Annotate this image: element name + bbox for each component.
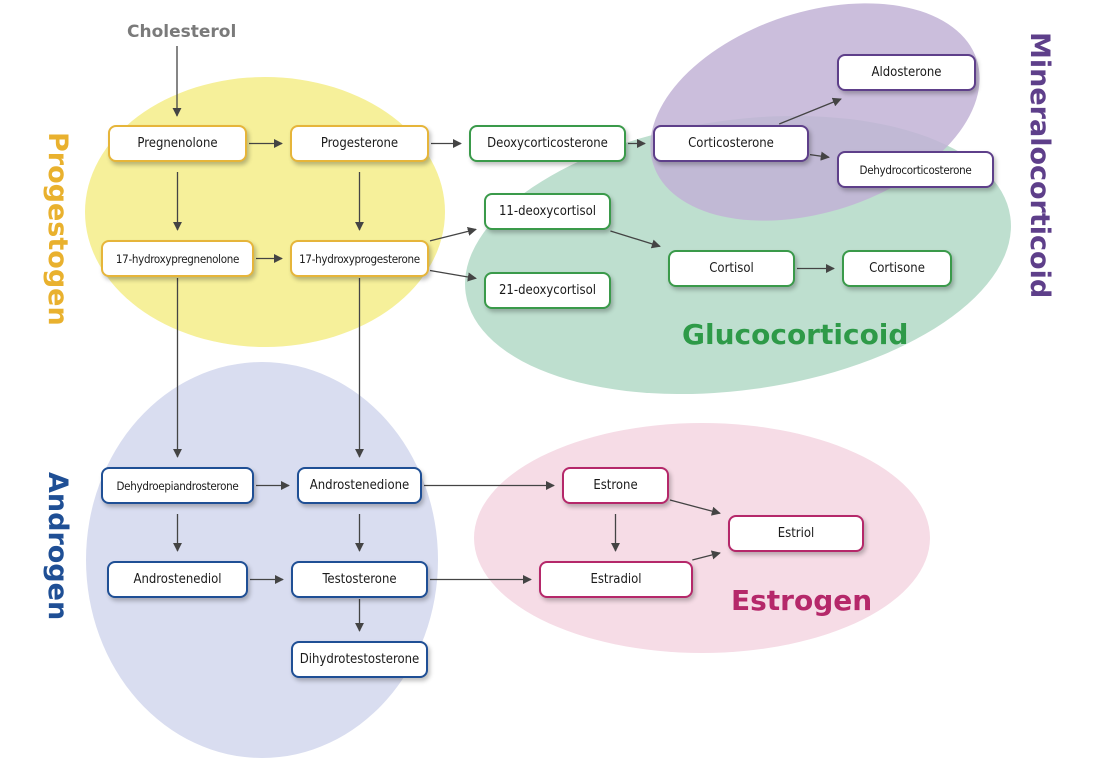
- node-deoxycorticosterone: Deoxycorticosterone: [469, 125, 626, 162]
- node-estradiol: Estradiol: [539, 561, 693, 598]
- node-dihydrotestosterone: Dihydrotestosterone: [291, 641, 428, 678]
- node-estriol: Estriol: [728, 515, 864, 552]
- node-17-hydroxypregnenolone: 17-hydroxypregnenolone: [101, 240, 254, 277]
- arrow-hydroxyprogesterone-to-deoxycortisol21: [429, 269, 477, 282]
- node-dehydrocorticosterone: Dehydrocorticosterone: [837, 151, 994, 188]
- node-21-deoxycortisol: 21-deoxycortisol: [484, 272, 611, 309]
- androgen-region: [86, 362, 438, 758]
- node-progesterone: Progesterone: [290, 125, 429, 162]
- node-testosterone: Testosterone: [291, 561, 428, 598]
- node-cortisone: Cortisone: [842, 250, 952, 287]
- progestogen-region: [85, 77, 445, 347]
- arrow-deoxycortisol11-to-cortisol: [610, 230, 661, 249]
- node-cortisol: Cortisol: [668, 250, 795, 287]
- node-11-deoxycortisol: 11-deoxycortisol: [484, 193, 611, 230]
- node-corticosterone: Corticosterone: [653, 125, 809, 162]
- cholesterol-label: Cholesterol: [127, 22, 237, 42]
- node-androstenedione: Androstenedione: [297, 467, 422, 504]
- node-dehydroepiandrosterone: Dehydroepiandrosterone: [101, 467, 254, 504]
- arrow-corticosterone-to-dehydrocorticosterone: [809, 151, 830, 161]
- node-estrone: Estrone: [562, 467, 669, 504]
- node-aldosterone: Aldosterone: [837, 54, 976, 91]
- node-17-hydroxyprogesterone: 17-hydroxyprogesterone: [290, 240, 429, 277]
- arrow-hydroxyprogesterone-to-deoxycortisol11: [429, 226, 477, 242]
- edges-layer: [172, 46, 842, 632]
- node-androstenediol: Androstenediol: [107, 561, 248, 598]
- androgen-label: Androgen: [42, 472, 73, 621]
- node-pregnenolone: Pregnenolone: [108, 125, 247, 162]
- estrogen-label: Estrogen: [731, 584, 873, 617]
- mineralocorticoid-label: Mineralocorticoid: [1024, 32, 1055, 299]
- progestogen-label: Progestogen: [42, 132, 73, 326]
- glucocorticoid-label: Glucocorticoid: [682, 318, 909, 351]
- arrow-estrone-to-estriol: [669, 499, 721, 516]
- arrow-estradiol-to-estriol: [692, 550, 721, 561]
- arrow-corticosterone-to-aldosterone: [778, 97, 842, 125]
